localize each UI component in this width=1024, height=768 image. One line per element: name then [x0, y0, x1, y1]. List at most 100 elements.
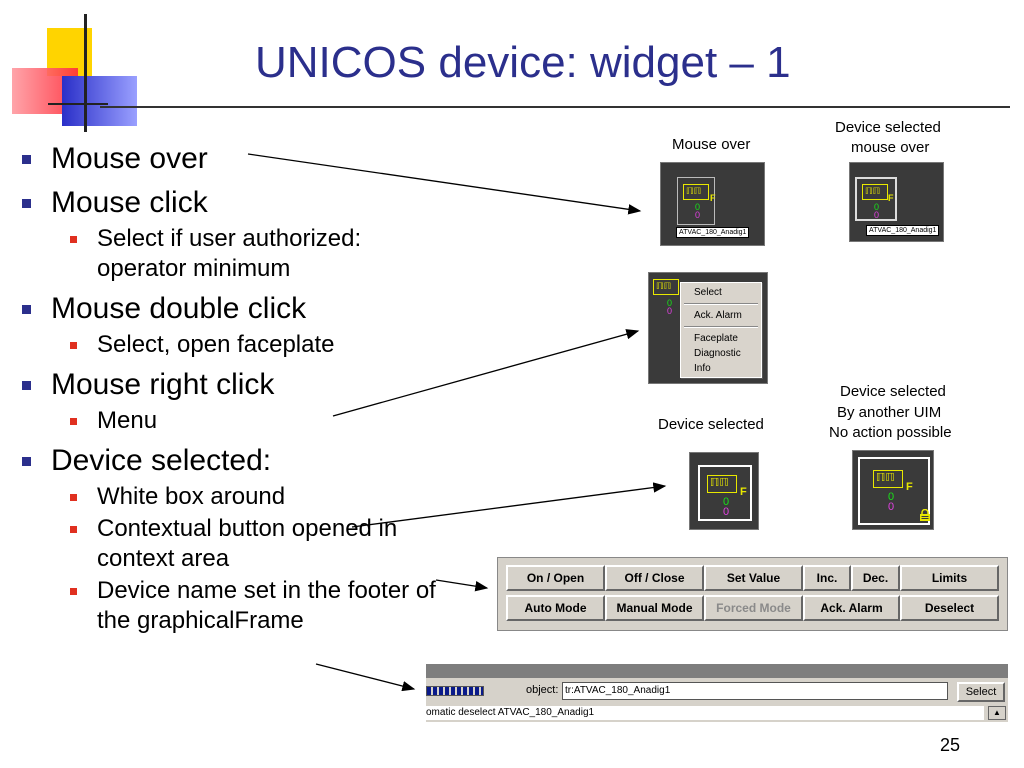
auto-mode-button[interactable]: Auto Mode	[506, 595, 605, 621]
menu-item-select[interactable]: Select	[694, 287, 722, 298]
menu-item-faceplate[interactable]: Faceplate	[694, 333, 738, 344]
bullet-item: Mouse right click	[20, 368, 440, 402]
title-rule	[100, 106, 1010, 108]
arrow-footer	[315, 663, 416, 692]
logo-blue-square	[62, 76, 137, 126]
bullet-item: Mouse double click	[20, 292, 440, 326]
sub-bullet-text: Device name set in the footer of the gra…	[97, 577, 436, 634]
menu-item-info[interactable]: Info	[694, 363, 711, 374]
sub-bullet-item: Contextual button opened in context area	[70, 514, 440, 574]
device-flag: F	[888, 193, 894, 203]
on-open-button[interactable]: On / Open	[506, 565, 605, 591]
widget-selected-panel: ℿℿ F 0 0	[689, 452, 759, 530]
selection-box	[698, 465, 752, 521]
caption-selected-mouse-over-2: mouse over	[851, 139, 930, 156]
bullet-item: Device selected:	[20, 444, 440, 478]
device-symbol-icon: ℿℿ	[656, 282, 672, 292]
graphical-frame-footer: object: tr:ATVAC_180_Anadig1 Select omat…	[426, 664, 1008, 722]
bullet-marker	[22, 155, 31, 164]
device-widget: ℿℿ	[873, 470, 903, 488]
inc-button[interactable]: Inc.	[803, 565, 851, 591]
manual-mode-button[interactable]: Manual Mode	[605, 595, 704, 621]
slide-title: UNICOS device: widget – 1	[255, 38, 791, 87]
sub-bullet-item: Select, open faceplate	[70, 330, 440, 360]
object-label: object:	[526, 684, 559, 696]
ack-alarm-button[interactable]: Ack. Alarm	[803, 595, 900, 621]
progress-bar	[426, 686, 484, 696]
menu-item-diagnostic[interactable]: Diagnostic	[694, 348, 741, 359]
off-close-button[interactable]: Off / Close	[605, 565, 704, 591]
widget-other-uim-panel: ℿℿ F 0 0	[852, 450, 934, 530]
device-widget[interactable]: ℿℿ	[653, 279, 679, 295]
hover-box	[677, 177, 715, 225]
device-flag: F	[710, 193, 716, 203]
bullet-marker	[22, 381, 31, 390]
device-value-magenta: 0	[723, 506, 730, 518]
bullet-marker	[22, 199, 31, 208]
menu-separator	[684, 303, 758, 305]
device-value-green: 0	[723, 496, 730, 508]
status-line: omatic deselect ATVAC_180_Anadig1	[426, 706, 984, 720]
menu-separator	[684, 326, 758, 328]
device-value-green: 0	[695, 202, 701, 212]
bullet-list: Mouse over Mouse click Select if user au…	[20, 142, 440, 644]
device-widget[interactable]: ℿℿ	[683, 184, 709, 200]
device-value-magenta: 0	[695, 210, 701, 220]
menu-item-ack-alarm[interactable]: Ack. Alarm	[694, 310, 742, 321]
device-value-magenta: 0	[667, 306, 673, 316]
sub-bullet-item: White box around	[70, 482, 440, 512]
context-menu: Select Ack. Alarm Faceplate Diagnostic I…	[680, 282, 762, 378]
logo-horizontal-line	[48, 103, 108, 105]
device-value-magenta: 0	[874, 210, 880, 220]
device-value-green: 0	[874, 202, 880, 212]
sub-bullet-item: Menu	[70, 406, 440, 436]
logo-vertical-line	[84, 14, 87, 132]
device-flag: F	[906, 481, 913, 493]
limits-button[interactable]: Limits	[900, 565, 999, 591]
caption-device-selected: Device selected	[658, 416, 764, 433]
page-number: 25	[940, 735, 961, 755]
sub-bullet-marker	[70, 494, 77, 501]
bullet-marker	[22, 305, 31, 314]
select-button[interactable]: Select	[957, 682, 1005, 702]
caption-other-uim-2: By another UIM	[837, 404, 942, 421]
logo	[0, 0, 150, 140]
bullet-text: Mouse right click	[51, 368, 275, 401]
bullet-item: Mouse over	[20, 142, 440, 176]
arrow-context-buttons	[435, 579, 489, 592]
device-value-green: 0	[667, 298, 673, 308]
device-widget[interactable]: ℿℿ	[862, 184, 888, 200]
context-button-bar: On / Open Off / Close Set Value Inc. Dec…	[497, 557, 1008, 631]
sub-bullet-marker	[70, 342, 77, 349]
widget-mouse-over-panel: ℿℿ F 0 0 ATVAC_180_Anadig1	[660, 162, 765, 246]
caption-mouse-over: Mouse over	[672, 136, 751, 153]
bullet-text: Mouse over	[51, 142, 208, 175]
device-name-label: ATVAC_180_Anadig1	[866, 225, 940, 236]
device-symbol-icon: ℿℿ	[686, 187, 702, 197]
object-field[interactable]: tr:ATVAC_180_Anadig1	[562, 682, 948, 700]
device-value-magenta: 0	[888, 501, 895, 513]
caption-other-uim-1: Device selected	[840, 383, 946, 400]
sub-bullet-marker	[70, 588, 77, 595]
deselect-button[interactable]: Deselect	[900, 595, 999, 621]
device-flag: F	[740, 486, 747, 498]
set-value-button[interactable]: Set Value	[704, 565, 803, 591]
bullet-item: Mouse click	[20, 186, 440, 220]
dec-button[interactable]: Dec.	[851, 565, 900, 591]
sub-bullet-text: Select, open faceplate	[97, 331, 335, 358]
sub-bullet-item: Device name set in the footer of the gra…	[70, 576, 440, 636]
sub-bullet-marker	[70, 526, 77, 533]
sub-bullet-item: Select if user authorized: operator mini…	[70, 224, 440, 284]
sub-bullet-text: Select if user authorized: operator mini…	[97, 225, 362, 282]
scroll-up-icon[interactable]: ▲	[988, 706, 1006, 720]
forced-mode-button: Forced Mode	[704, 595, 803, 621]
device-widget[interactable]: ℿℿ	[707, 475, 737, 493]
device-name-label: ATVAC_180_Anadig1	[676, 227, 750, 238]
bullet-text: Device selected:	[51, 444, 272, 477]
footer-top-strip	[426, 664, 1008, 678]
bullet-marker	[22, 457, 31, 466]
selection-box	[855, 177, 897, 221]
sub-bullet-marker	[70, 418, 77, 425]
sub-bullet-text: Contextual button opened in context area	[97, 515, 398, 572]
sub-bullet-text: White box around	[97, 483, 286, 510]
